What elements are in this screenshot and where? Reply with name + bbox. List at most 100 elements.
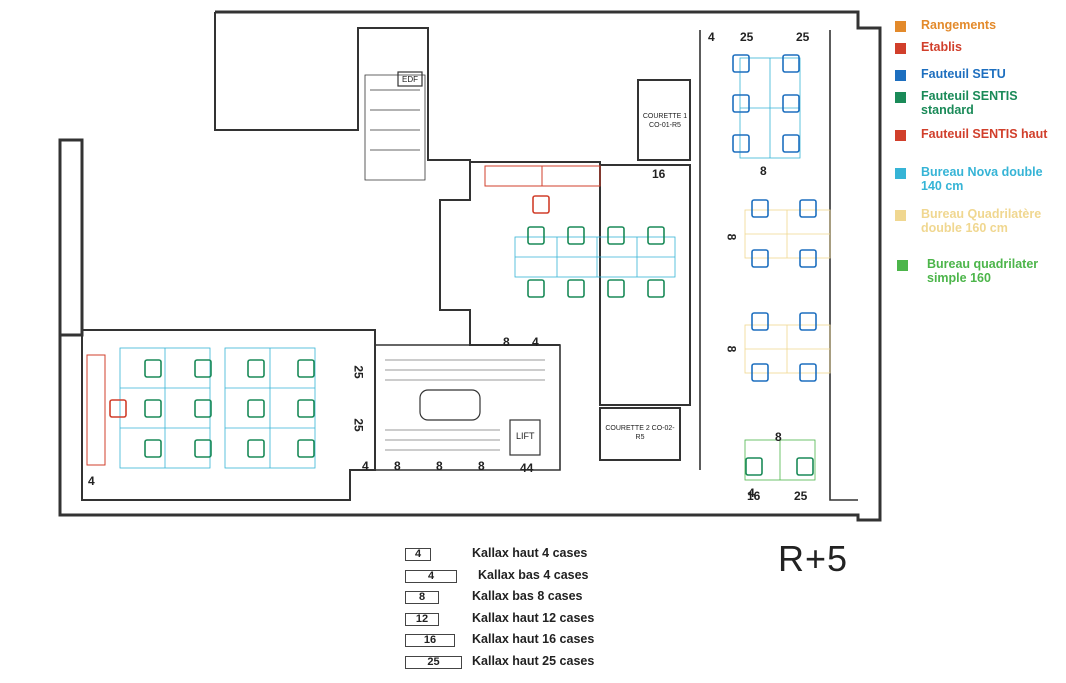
kallax-num: 8 — [775, 430, 782, 444]
kallax-num: 8 — [760, 164, 767, 178]
kallax-label: Kallax haut 25 cases — [472, 653, 595, 668]
legend-label: Bureau Quadrilatère double 160 cm — [921, 207, 1042, 235]
chair — [297, 359, 315, 378]
chair — [532, 195, 550, 214]
chair — [647, 226, 665, 245]
kallax-num: 25 — [351, 365, 366, 379]
chair — [144, 399, 162, 418]
kallax-code: 12 — [405, 612, 439, 626]
kallax-label: Kallax haut 4 cases — [472, 546, 588, 560]
chair — [607, 279, 625, 298]
chair — [144, 359, 162, 378]
kallax-num: 16 — [747, 489, 761, 503]
outer-wall — [58, 10, 882, 522]
kallax-num: 16 — [652, 167, 666, 181]
legend-item: Fauteuil SETU — [895, 67, 1063, 89]
chair — [297, 439, 315, 458]
wall-stair — [375, 344, 561, 471]
legend-item: Fauteuil SENTIS haut — [895, 127, 1063, 165]
kallax-num: 25 — [794, 489, 808, 503]
legend-swatch — [895, 210, 906, 221]
chair — [751, 249, 769, 268]
wall-top-block — [214, 12, 601, 178]
kallax-label: Kallax bas 8 cases — [472, 589, 583, 604]
chair — [799, 363, 817, 382]
kallax-label: Kallax haut 12 cases — [472, 610, 595, 625]
legend-swatch — [895, 92, 906, 103]
chair — [799, 249, 817, 268]
kallax-num: 25 — [740, 30, 754, 44]
edf-label: EDF — [402, 75, 418, 84]
wall-courette2 — [599, 407, 681, 461]
kallax-code: 4 — [405, 548, 431, 561]
legend-label: Fauteuil SETU — [921, 67, 1006, 81]
lift-label: LIFT — [516, 431, 535, 441]
chair — [751, 363, 769, 382]
wall-center — [439, 162, 560, 346]
chair — [796, 457, 814, 476]
chair — [799, 199, 817, 218]
top-stair — [364, 74, 426, 181]
legend-swatch — [895, 70, 906, 81]
chair — [247, 399, 265, 418]
legend-item: Bureau Nova double 140 cm — [895, 165, 1063, 207]
kallax-num: 44 — [520, 461, 534, 475]
kallax-num: 4 — [708, 30, 715, 44]
chair — [527, 226, 545, 245]
kallax-label: Kallax bas 4 cases — [478, 567, 589, 582]
chair — [799, 312, 817, 331]
legend-item: Bureau quadrilater simple 160 — [895, 257, 1063, 287]
kallax-num: 4 — [532, 335, 539, 349]
chair — [782, 134, 800, 153]
chair — [144, 439, 162, 458]
floor-title: R+5 — [778, 538, 849, 579]
courette1-label: COURETTE 1 CO-01-R5 — [642, 113, 688, 129]
courette2-label: COURETTE 2 CO-02-R5 — [605, 425, 675, 441]
chair — [751, 312, 769, 331]
kallax-num: 8 — [436, 459, 443, 473]
edf-box — [397, 71, 423, 87]
kallax-num: 8 — [724, 233, 739, 241]
chair — [782, 54, 800, 73]
kallax-num: 8 — [724, 345, 739, 353]
legend-item: Etablis — [895, 40, 1063, 67]
legend-swatch — [895, 130, 906, 141]
kallax-label: Kallax haut 16 cases — [472, 632, 595, 647]
legend-swatch — [895, 21, 906, 32]
legend-item: Fauteuil SENTIS standard — [895, 89, 1063, 127]
chair — [647, 279, 665, 298]
chair — [745, 457, 763, 476]
legend-label: Bureau Nova double 140 cm — [921, 165, 1043, 193]
chair — [194, 359, 212, 378]
chair — [567, 226, 585, 245]
kallax-num: 8 — [503, 335, 510, 349]
kallax-code: 16 — [405, 634, 455, 648]
legend-swatch — [895, 168, 906, 179]
chair — [732, 94, 750, 113]
legend-swatch — [897, 260, 908, 271]
chair — [732, 134, 750, 153]
legend-label: Fauteuil SENTIS standard — [921, 89, 1018, 117]
kallax-num: 25 — [351, 418, 366, 432]
wall-shaft — [599, 164, 691, 406]
legend-swatch — [895, 43, 906, 54]
kallax-code: 4 — [405, 569, 457, 583]
wall-left-block — [81, 329, 376, 501]
wall-courette1 — [637, 79, 691, 161]
furniture-legend: Rangements Etablis Fauteuil SETU Fauteui… — [895, 18, 1063, 287]
chair — [567, 279, 585, 298]
legend-item: Rangements — [895, 18, 1063, 40]
chair — [527, 279, 545, 298]
legend-label: Bureau quadrilater simple 160 — [927, 257, 1039, 285]
legend-label: Etablis — [921, 40, 962, 54]
chair — [194, 399, 212, 418]
kallax-code: 25 — [405, 655, 462, 669]
legend-label: Rangements — [921, 18, 997, 32]
kallax-num: 4 — [362, 459, 369, 473]
kallax-num: 8 — [478, 459, 485, 473]
kallax-num: 4 — [88, 474, 95, 488]
kallax-num: 8 — [394, 459, 401, 473]
chair — [732, 54, 750, 73]
chair — [751, 199, 769, 218]
chair — [297, 399, 315, 418]
